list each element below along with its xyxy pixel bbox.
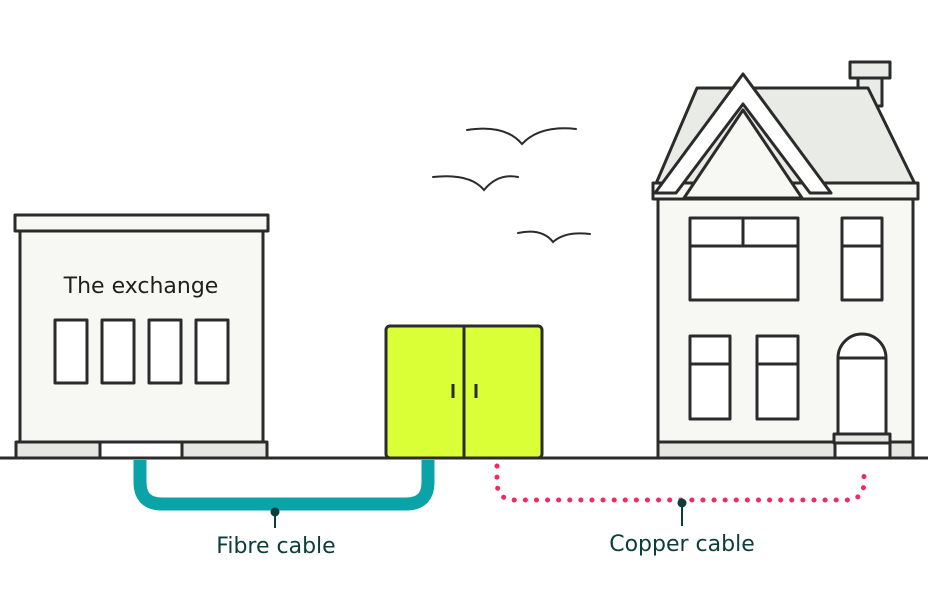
exchange-window: [100, 318, 136, 385]
front-door: [836, 332, 888, 436]
house-gable: [653, 72, 833, 195]
house-base-right: [888, 440, 915, 460]
exchange-window: [147, 318, 183, 385]
exchange-base-right: [180, 440, 269, 460]
bird-icon: [466, 127, 577, 146]
exchange-building: [13, 213, 270, 460]
bird-icon: [517, 230, 591, 244]
bird-icon: [432, 175, 519, 192]
copper-callout: [677, 498, 687, 526]
house-base-left: [656, 440, 837, 460]
copper-cable-label: Copper cable: [609, 532, 755, 557]
copper-cable: [494, 463, 867, 503]
exchange-base-middle: [98, 440, 184, 460]
birds: [432, 127, 591, 244]
exchange-label: The exchange: [63, 274, 219, 299]
exchange-base-left: [14, 440, 102, 460]
street-cabinet: [384, 324, 544, 460]
exchange-roof-ledge: [13, 213, 270, 233]
exchange-window: [194, 318, 230, 385]
house: [651, 60, 920, 460]
lower-window: [688, 334, 732, 421]
fibre-cable: [133, 460, 435, 511]
house-gable-face: [682, 108, 804, 200]
upper-window: [840, 216, 884, 302]
fibre-cable-label: Fibre cable: [216, 534, 335, 559]
chimney-cap: [848, 60, 892, 80]
fibre-callout: [270, 507, 280, 528]
exchange-window: [53, 318, 89, 385]
lower-window: [755, 334, 800, 421]
door-step: [832, 432, 892, 445]
